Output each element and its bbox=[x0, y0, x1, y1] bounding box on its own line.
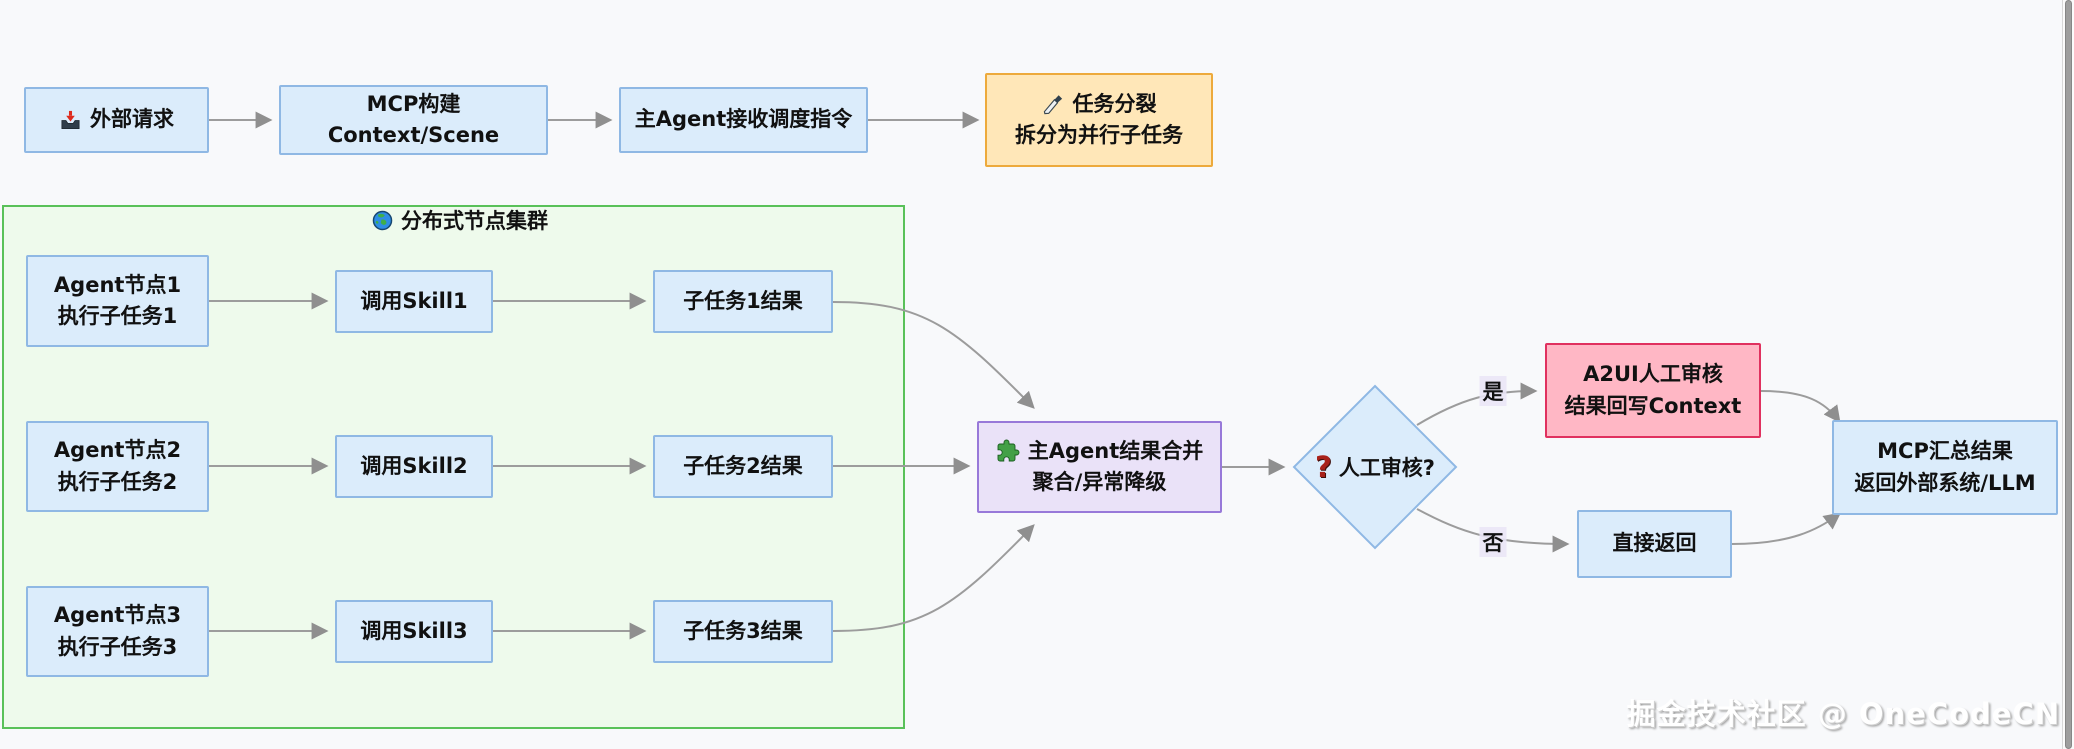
node-label: 子任务1结果 bbox=[683, 288, 803, 313]
node-review-decision: ? 人工审核? bbox=[1292, 384, 1458, 550]
node-label: 主Agent接收调度指令 bbox=[634, 107, 853, 132]
node-label-line2: 返回外部系统/LLM bbox=[1854, 470, 2036, 495]
node-mcp-summary: MCP汇总结果 返回外部系统/LLM bbox=[1832, 420, 2058, 515]
edge-a2ui-to-summary bbox=[1760, 390, 1841, 424]
node-label-line1: Agent节点3 bbox=[53, 603, 182, 627]
scrollbar-thumb[interactable] bbox=[2065, 0, 2072, 749]
vertical-scrollbar bbox=[2062, 0, 2074, 749]
node-skill3: 调用Skill3 bbox=[335, 600, 493, 663]
node-result1: 子任务1结果 bbox=[653, 270, 833, 333]
node-label-line2: 执行子任务1 bbox=[57, 304, 178, 328]
cluster-label: 分布式节点集群 bbox=[372, 206, 548, 234]
edge-label-yes: 是 bbox=[1479, 376, 1507, 406]
question-icon: ? bbox=[1314, 449, 1332, 484]
globe-icon bbox=[372, 210, 393, 231]
node-external-request: 外部请求 bbox=[24, 87, 209, 153]
node-result3: 子任务3结果 bbox=[653, 600, 833, 663]
node-label: 直接返回 bbox=[1612, 531, 1697, 556]
edge-return-to-summary bbox=[1731, 512, 1842, 545]
node-label: 外部请求 bbox=[90, 107, 174, 132]
node-skill1: 调用Skill1 bbox=[335, 270, 493, 333]
edge-label-no: 否 bbox=[1479, 527, 1507, 557]
node-label-line1: 主Agent结果合并 bbox=[1027, 438, 1204, 463]
node-mcp-build: MCP构建Context/Scene bbox=[279, 85, 548, 155]
node-label-line1: Agent节点1 bbox=[53, 272, 182, 297]
puzzle-icon bbox=[996, 439, 1020, 463]
node-label: 调用Skill1 bbox=[360, 288, 468, 313]
node-agent1: Agent节点1 执行子任务1 bbox=[26, 255, 209, 347]
node-label: 调用Skill3 bbox=[360, 618, 468, 643]
node-label-line1: MCP汇总结果 bbox=[1877, 439, 2013, 463]
node-label: 子任务3结果 bbox=[683, 618, 803, 643]
node-agent2: Agent节点2 执行子任务2 bbox=[26, 421, 209, 512]
edge-result3-to-merge bbox=[832, 524, 1035, 632]
node-label-line2: 聚合/异常降级 bbox=[1032, 470, 1167, 494]
node-label-line1: Agent节点2 bbox=[53, 438, 182, 462]
node-label-line2: 拆分为并行子任务 bbox=[1015, 123, 1183, 147]
node-label-line1: A2UI人工审核 bbox=[1583, 362, 1723, 386]
node-direct-return: 直接返回 bbox=[1577, 510, 1732, 578]
node-label-line1: 任务分裂 bbox=[1072, 91, 1157, 116]
node-label: 调用Skill2 bbox=[360, 453, 468, 478]
node-label: 子任务2结果 bbox=[683, 453, 803, 478]
node-label-line2: 执行子任务2 bbox=[57, 469, 178, 494]
node-label-line2: 结果回写Context bbox=[1564, 393, 1742, 418]
node-merge: 主Agent结果合并 聚合/异常降级 bbox=[977, 421, 1222, 513]
node-label: MCP构建Context/Scene bbox=[327, 91, 500, 148]
node-skill2: 调用Skill2 bbox=[335, 435, 493, 498]
node-task-split: 任务分裂 拆分为并行子任务 bbox=[985, 73, 1213, 167]
node-agent3: Agent节点3 执行子任务3 bbox=[26, 586, 209, 677]
cluster-title: 分布式节点集群 bbox=[401, 209, 548, 233]
node-label: 人工审核? bbox=[1338, 456, 1435, 480]
edge-result1-to-merge bbox=[832, 301, 1035, 409]
node-a2ui-review: A2UI人工审核 结果回写Context bbox=[1545, 343, 1761, 438]
knife-icon bbox=[1042, 93, 1065, 116]
node-main-agent-receive: 主Agent接收调度指令 bbox=[619, 87, 868, 153]
node-result2: 子任务2结果 bbox=[653, 435, 833, 498]
edge-review-yes bbox=[1416, 382, 1538, 426]
watermark-text: 掘金技术社区 @ OneCodeCN bbox=[1626, 697, 2060, 731]
inbox-icon bbox=[59, 109, 82, 132]
node-label-line2: 执行子任务3 bbox=[57, 634, 178, 659]
